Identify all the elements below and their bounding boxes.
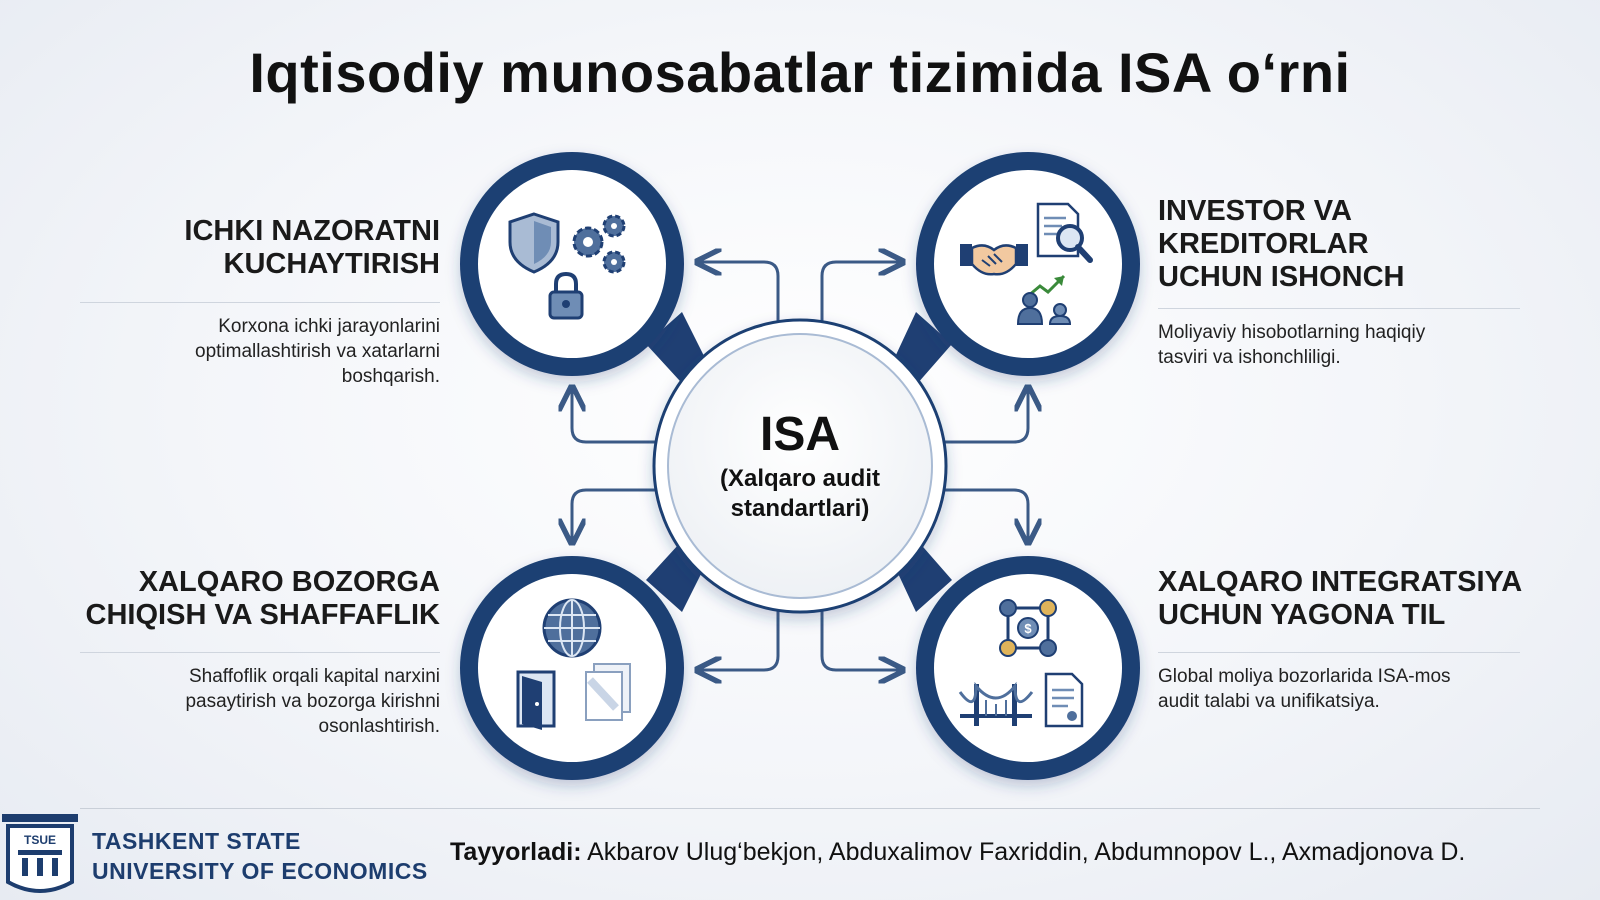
- documents-icon: [585, 663, 631, 721]
- footer-divider: [80, 808, 1540, 809]
- prepared-by: Tayyorladi: Akbarov Ulug‘bekjon, Abduxal…: [450, 838, 1465, 867]
- padlock-icon: [548, 271, 584, 320]
- growth-people-icon: [1016, 274, 1072, 325]
- bridge-icon: [958, 681, 1034, 726]
- logo-text: TSUE: [24, 833, 56, 847]
- arrow-up-right: [820, 262, 900, 322]
- top-right-text-line-2: tasviri va ishonchliligi.: [1158, 347, 1341, 368]
- quadrant-top-left-text: ICHKI NAZORATNI KUCHAYTIRISH: [80, 215, 440, 281]
- node-top-right: [916, 152, 1140, 376]
- arrow-left-up: [572, 390, 657, 444]
- top-left-heading-line-2: KUCHAYTIRISH: [223, 248, 440, 280]
- gears-icon: [572, 214, 626, 274]
- bottom-left-text-line-1: Shaffoflik orqali kapital narxini: [188, 666, 440, 687]
- bottom-left-divider: [80, 652, 440, 653]
- arrow-left-down: [572, 488, 657, 540]
- bottom-left-text-line-2: pasaytirish va bozorga kirishni: [185, 691, 440, 712]
- quadrant-top-right-text: INVESTOR VA KREDITORLAR UCHUN ISHONCH: [1158, 195, 1538, 294]
- prepared-label: Tayyorladi:: [450, 838, 582, 866]
- top-right-heading-line-3: UCHUN ISHONCH: [1158, 261, 1405, 293]
- university-line-2: UNIVERSITY OF ECONOMICS: [92, 858, 428, 884]
- node-bottom-left: [460, 556, 684, 780]
- center-line-2: standartlari): [731, 495, 870, 522]
- arrow-up-left: [700, 262, 780, 322]
- document-magnifier-icon: [1036, 202, 1093, 263]
- quadrant-bottom-left-body: Shaffoflik orqali kapital narxini pasayt…: [80, 664, 440, 739]
- shield-icon: [508, 212, 560, 274]
- quadrant-bottom-right-text: XALQARO INTEGRATSIYA UCHUN YAGONA TIL: [1158, 566, 1578, 632]
- university-line-1: TASHKENT STATE: [92, 828, 301, 854]
- bottom-right-heading-line-2: UCHUN YAGONA TIL: [1158, 599, 1446, 631]
- arrow-right-up: [943, 390, 1028, 444]
- arrow-right-down: [943, 488, 1028, 540]
- node-top-left: [460, 152, 684, 376]
- quadrant-top-right-body: Moliyaviy hisobotlarning haqiqiy tasviri…: [1158, 320, 1538, 370]
- quadrant-bottom-right-body: Global moliya bozorlarida ISA-mos audit …: [1158, 664, 1558, 714]
- bottom-left-text-line-3: osonlashtirish.: [318, 716, 440, 737]
- top-left-text-line-1: Korxona ichki jarayonlarini: [218, 316, 440, 337]
- node-bottom-right: $: [916, 556, 1140, 780]
- handshake-icon: [960, 244, 1028, 276]
- center-line-1: (Xalqaro audit: [720, 465, 880, 492]
- currency-network-icon: $: [999, 599, 1057, 657]
- top-left-text-line-2: optimallashtirish va xatarlarni: [195, 341, 440, 362]
- center-heading: ISA: [760, 408, 840, 461]
- top-right-text-line-1: Moliyaviy hisobotlarning haqiqiy: [1158, 322, 1426, 343]
- top-left-text-line-3: boshqarish.: [341, 366, 440, 387]
- page-title: Iqtisodiy munosabatlar tizimida ISA o‘rn…: [249, 41, 1351, 104]
- quadrant-bottom-left-text: XALQARO BOZORGA CHIQISH VA SHAFFAFLIK: [60, 566, 440, 632]
- top-right-heading-line-1: INVESTOR VA: [1158, 195, 1352, 227]
- globe-icon: [542, 598, 602, 658]
- bottom-left-heading-line-2: CHIQISH VA SHAFFAFLIK: [85, 599, 440, 631]
- bottom-left-heading-line-1: XALQARO BOZORGA: [138, 566, 440, 598]
- bottom-right-text-line-1: Global moliya bozorlarida ISA-mos: [1158, 666, 1451, 687]
- top-right-heading-line-2: KREDITORLAR: [1158, 228, 1369, 260]
- arrow-down-right: [820, 610, 900, 670]
- certificate-icon: [1044, 672, 1084, 728]
- bottom-right-divider: [1158, 652, 1520, 653]
- tsue-logo: TSUE: [2, 814, 78, 893]
- open-door-icon: [516, 670, 556, 730]
- university-name: TASHKENT STATE UNIVERSITY OF ECONOMICS: [92, 826, 428, 886]
- top-left-heading-line-1: ICHKI NAZORATNI: [184, 215, 440, 247]
- svg-text:$: $: [1024, 621, 1032, 636]
- bottom-right-heading-line-1: XALQARO INTEGRATSIYA: [1158, 566, 1523, 598]
- center-node: [652, 318, 948, 614]
- arrow-down-left: [700, 610, 780, 670]
- bottom-right-text-line-2: audit talabi va unifikatsiya.: [1158, 691, 1380, 712]
- flow-arrows: [572, 262, 1028, 670]
- top-right-divider: [1158, 308, 1520, 309]
- quadrant-top-left-body: Korxona ichki jarayonlarini optimallasht…: [80, 314, 440, 389]
- authors-list: Akbarov Ulug‘bekjon, Abduxalimov Faxridd…: [581, 838, 1466, 866]
- top-left-divider: [80, 302, 440, 303]
